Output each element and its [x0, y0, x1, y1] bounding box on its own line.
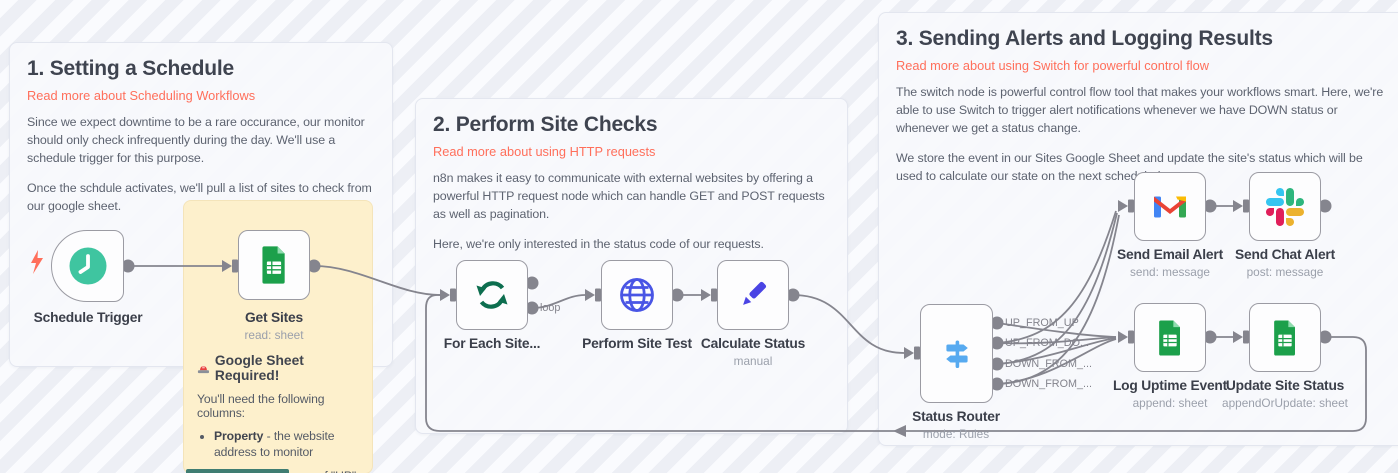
section-paragraph: n8n makes it easy to communicate with ex… [433, 171, 825, 221]
section-title: 3. Sending Alerts and Logging Results [896, 27, 1273, 50]
node-calculate-status[interactable] [717, 260, 789, 330]
node-log-uptime-event[interactable] [1134, 303, 1206, 372]
sticky-title-text: Google Sheet Required! [214, 353, 304, 383]
google-sheets-icon [262, 246, 285, 284]
node-perform-site-test[interactable] [601, 260, 673, 330]
router-output-label: DOWN_FROM_... [1005, 378, 1092, 390]
wire-getsites-to-foreach [313, 265, 441, 296]
slack-icon [1266, 187, 1304, 226]
node-for-each-site[interactable] [456, 260, 528, 330]
router-output-label: UP_FROM_UP [1005, 317, 1079, 329]
node-send-chat-alert[interactable] [1249, 172, 1321, 241]
section-paragraph: Here, we're only interested in the statu… [433, 236, 764, 251]
sticky-bottom-element [186, 469, 289, 473]
node-send-email-alert[interactable] [1134, 172, 1206, 241]
loopback-arrow [893, 425, 906, 437]
node-get-sites[interactable] [238, 230, 310, 300]
wire-update-loopback-to-foreach [425, 294, 1367, 432]
siren-icon [197, 366, 209, 374]
signpost-icon [945, 340, 968, 368]
loop-output-label: loop [540, 302, 561, 314]
read-more-link-http[interactable]: Read more about using HTTP requests [433, 144, 656, 159]
loop-icon [476, 281, 508, 309]
sticky-title: Google Sheet Required! [197, 353, 360, 383]
wire-router-to-log [996, 322, 1117, 385]
pencil-icon [743, 281, 767, 305]
section-paragraph: Since we expect downtime to be a rare oc… [27, 115, 365, 165]
sticky-bullet: Property - the website address to monito… [214, 428, 360, 461]
node-update-site-status[interactable] [1249, 303, 1321, 372]
google-sheets-icon [1159, 320, 1180, 355]
section-title: 1. Setting a Schedule [27, 57, 235, 80]
input-ports[interactable] [222, 199, 1249, 360]
router-output-label: UP_FROM_DO... [1005, 337, 1089, 349]
globe-icon [620, 278, 654, 312]
read-more-link-scheduling[interactable]: Read more about Scheduling Workflows [27, 88, 256, 103]
lightning-trigger-icon [31, 250, 43, 274]
read-more-link-switch[interactable]: Read more about using Switch for powerfu… [896, 58, 1209, 73]
wire-calculate-to-router [792, 294, 905, 354]
output-ports[interactable] [121, 199, 1332, 391]
gmail-icon [1154, 196, 1186, 218]
node-status-router[interactable] [920, 304, 993, 403]
section-paragraph: The switch node is powerful control flow… [896, 85, 1384, 135]
section-paragraph: Once the schdule activates, we'll pull a… [27, 180, 372, 213]
google-sheets-icon [1274, 320, 1295, 355]
router-output-label: DOWN_FROM_... [1005, 358, 1092, 370]
sticky-intro: You'll need the following columns: [197, 392, 325, 420]
node-schedule-trigger[interactable] [51, 230, 124, 302]
section-paragraph: We store the event in our Sites Google S… [896, 150, 1363, 183]
clock-icon [69, 247, 106, 285]
section-title: 2. Perform Site Checks [433, 113, 658, 136]
